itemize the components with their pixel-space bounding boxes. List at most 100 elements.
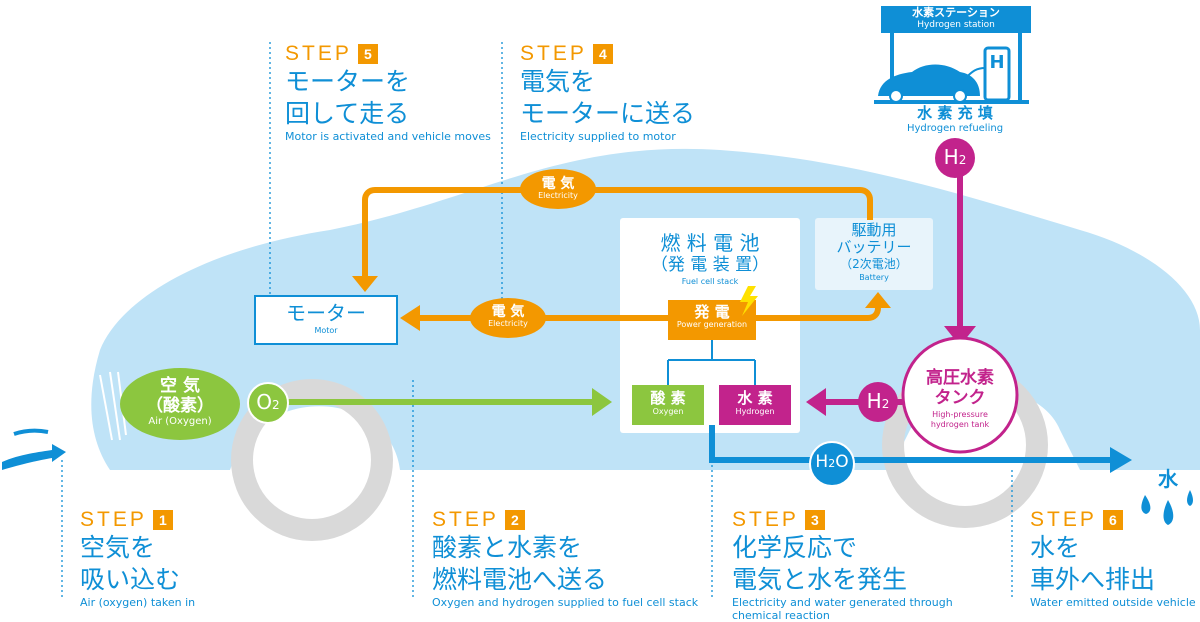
station-h-sign: H [989, 52, 1005, 73]
air-jp1: 空 気 [160, 376, 200, 396]
h2-badge-top [935, 138, 975, 178]
step-label: STEP [432, 508, 499, 531]
fuel-cell-jp2: （発 電 装 置） [650, 255, 770, 275]
motor-box [254, 295, 398, 345]
stack-connectors [667, 340, 756, 385]
battery-label: 駆動用 バッテリー （2次電池） Battery [815, 222, 933, 283]
step-number: 2 [504, 510, 525, 530]
h2-supply-arrowhead [944, 326, 976, 346]
step-en: Motor is activated and vehicle moves [285, 130, 491, 143]
step-en: Electricity and water generated through … [732, 596, 953, 622]
step-label: STEP [1030, 508, 1097, 531]
step-title: 水を 車外へ排出 [1030, 533, 1156, 594]
step-en: Water emitted outside vehicle [1030, 596, 1196, 609]
tank-en1: High-pressure [932, 410, 988, 419]
motor-arrowhead-side [400, 305, 420, 331]
h2-feed-arrowhead [806, 388, 826, 416]
step-en: Oxygen and hydrogen supplied to fuel cel… [432, 596, 699, 609]
battery-jp2: バッテリー [836, 238, 912, 256]
tank-jp2: タンク [934, 388, 986, 408]
step-number: 5 [357, 44, 378, 64]
step-leaders [61, 42, 1013, 600]
electricity-loop [362, 187, 873, 278]
electricity-badge-mid [470, 298, 546, 338]
air-intake-icon [2, 428, 66, 470]
h2-badge-mid [858, 382, 898, 422]
battery-arrowhead [865, 292, 891, 308]
refuel-jp: 水 素 充 填 [917, 104, 993, 122]
power-jp: 発 電 [694, 303, 730, 321]
step-number: 1 [152, 510, 173, 530]
step-title: 空気を 吸い込む [80, 533, 181, 594]
step-number: 4 [592, 44, 613, 64]
oxygen-label: 酸 素 Oxygen [632, 390, 704, 417]
motor-label: モーター Motor [255, 300, 397, 336]
step-title: 電気を モーターに送る [520, 67, 696, 128]
electricity-jp: 電 気 [541, 176, 575, 192]
hydrogen-box [719, 385, 791, 425]
electricity-badge-top [520, 169, 596, 209]
electricity-badge-top-label: 電 気 Electricity [520, 177, 596, 201]
h2o-badge-label: H2O [806, 452, 858, 472]
motor-en: Motor [314, 326, 338, 335]
h2o-badge [809, 441, 855, 487]
power-generation-box [668, 300, 756, 340]
station-label: 水素ステーション Hydrogen station [881, 7, 1031, 31]
hydrogen-label: 水 素 Hydrogen [719, 390, 791, 417]
station-jp: 水素ステーション [912, 6, 1000, 19]
o2-badge-label: O2 [248, 390, 288, 414]
power-en: Power generation [676, 320, 748, 329]
lightning-icon [740, 286, 758, 316]
oxygen-en: Oxygen [652, 407, 684, 416]
refuel-en: Hydrogen refueling [906, 123, 1004, 134]
o2-text: O [256, 390, 273, 414]
power-to-battery-line [755, 306, 881, 321]
step-label: STEP [520, 42, 587, 65]
air-label: 空 気 （酸素） Air (Oxygen) [120, 376, 240, 428]
refuel-label: 水 素 充 填 Hydrogen refueling [880, 106, 1030, 136]
front-wheel [231, 379, 393, 541]
tank-jp1: 高圧水素 [926, 368, 994, 388]
motor-jp: モーター [286, 301, 366, 325]
fuel-cell-en: Fuel cell stack [681, 277, 739, 286]
water-drops-icon [1141, 490, 1193, 525]
step-number: 3 [804, 510, 825, 530]
tank-en2: hydrogen tank [930, 420, 990, 429]
o2-sub: 2 [272, 398, 280, 412]
h2o-sub: 2 [828, 457, 836, 470]
battery-jp3: （2次電池） [840, 257, 908, 271]
h2-sub: 2 [881, 397, 890, 411]
hydrogen-en: Hydrogen [735, 407, 775, 416]
water-label: 水 [1158, 467, 1178, 491]
step-label: STEP [285, 42, 352, 65]
h2-badge-top-label: H2 [935, 145, 975, 169]
water-line [709, 425, 1115, 463]
power-label: 発 電 Power generation [668, 304, 756, 330]
step-title: 化学反応で 電気と水を発生 [732, 533, 908, 594]
hydrogen-tank [901, 336, 1019, 454]
h2-text: H [866, 389, 882, 413]
battery-panel [815, 218, 933, 290]
motor-arrowhead-top [352, 276, 378, 292]
battery-en: Battery [859, 273, 889, 282]
h2-sub: 2 [958, 153, 967, 167]
o2-arrowhead [592, 388, 612, 416]
battery-jp1: 駆動用 [851, 221, 897, 239]
step-label: STEP [80, 508, 147, 531]
fuel-cell-label: 燃 料 電 池 （発 電 装 置） Fuel cell stack [620, 232, 800, 288]
oxygen-jp: 酸 素 [650, 389, 686, 407]
air-bubble [120, 368, 240, 440]
tank-label: 高圧水素 タンク High-pressure hydrogen tank [905, 368, 1015, 430]
step-title: 酸素と水素を 燃料電池へ送る [432, 533, 608, 594]
step-en: Air (oxygen) taken in [80, 596, 196, 609]
h2o-o: O [835, 452, 849, 472]
step-number: 6 [1102, 510, 1123, 530]
electricity-en: Electricity [538, 191, 578, 200]
hydrogen-station [874, 6, 1031, 104]
